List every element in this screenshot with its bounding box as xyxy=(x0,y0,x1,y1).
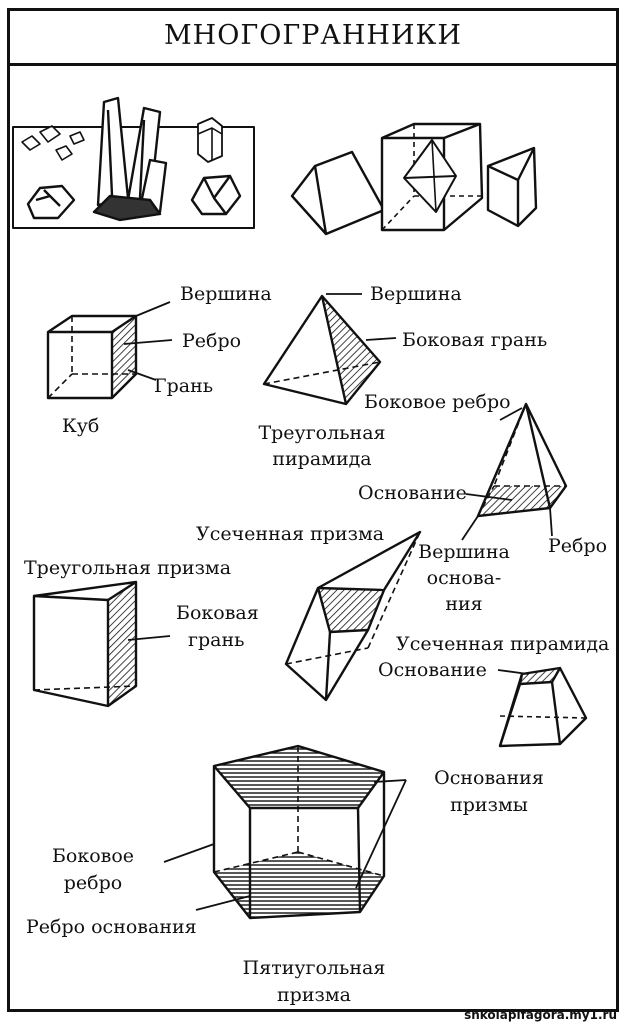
quad-pyramid-base-vertex-line2: основа- xyxy=(426,567,502,589)
truncated-pyramid-figure xyxy=(497,666,588,748)
tri-pyramid-face-label: Боковая грань xyxy=(402,329,548,351)
crystals-picture xyxy=(12,96,255,229)
cube-name-label: Куб xyxy=(62,415,100,437)
truncated-prism-figure xyxy=(284,530,422,702)
pent-prism-bases-line2: призмы xyxy=(450,794,528,816)
tri-pyramid-vertex-label: Вершина xyxy=(370,283,462,305)
quad-pyramid-lateral-edge-label: Боковое ребро xyxy=(364,391,511,413)
cube-face-label: Грань xyxy=(154,375,214,397)
watermark-url: shkolapifagora.my1.ru xyxy=(464,1008,617,1022)
pent-prism-bases-line1: Основания xyxy=(434,767,544,789)
truncated-pyramid-name-label: Усеченная пирамида xyxy=(396,633,610,655)
triangular-pyramid-figure xyxy=(262,293,397,406)
quad-pyramid-figure xyxy=(461,402,568,541)
truncated-prism-label: Усеченная призма xyxy=(196,523,385,545)
pent-prism-name-line1: Пятиугольная xyxy=(242,957,386,979)
outer-frame xyxy=(7,8,619,1012)
triangular-prism-figure xyxy=(32,580,171,708)
quad-pyramid-edge-label: Ребро xyxy=(548,535,608,557)
page-title: МНОГОГРАННИКИ xyxy=(164,20,462,51)
top-polyhedra xyxy=(290,122,538,236)
tri-prism-face-line2: грань xyxy=(188,629,245,651)
pent-prism-lateral-edge-line1: Боковое xyxy=(51,845,135,867)
title-bar: МНОГОГРАННИКИ xyxy=(7,8,619,66)
tri-pyramid-name-line2: пирамида xyxy=(272,448,372,470)
tri-prism-face-line1: Боковая xyxy=(176,602,259,624)
pent-prism-name-line2: призма xyxy=(277,984,351,1006)
pentagonal-prism-figure xyxy=(163,744,407,920)
tri-pyramid-name-line1: Треугольная xyxy=(258,422,386,444)
cube-vertex-label: Вершина xyxy=(180,283,272,305)
pent-prism-lateral-edge-line2: ребро xyxy=(63,872,123,894)
pent-prism-base-edge-label: Ребро основания xyxy=(26,916,197,938)
quad-pyramid-base-vertex-line1: Вершина xyxy=(418,541,510,563)
truncated-pyramid-base-label: Основание xyxy=(378,659,487,681)
cube-edge-label: Ребро xyxy=(182,330,242,352)
cube-figure xyxy=(46,301,173,400)
tri-prism-name-label: Треугольная призма xyxy=(24,557,232,579)
quad-pyramid-base-label: Основание xyxy=(358,482,467,504)
quad-pyramid-base-vertex-line3: ния xyxy=(445,593,483,615)
